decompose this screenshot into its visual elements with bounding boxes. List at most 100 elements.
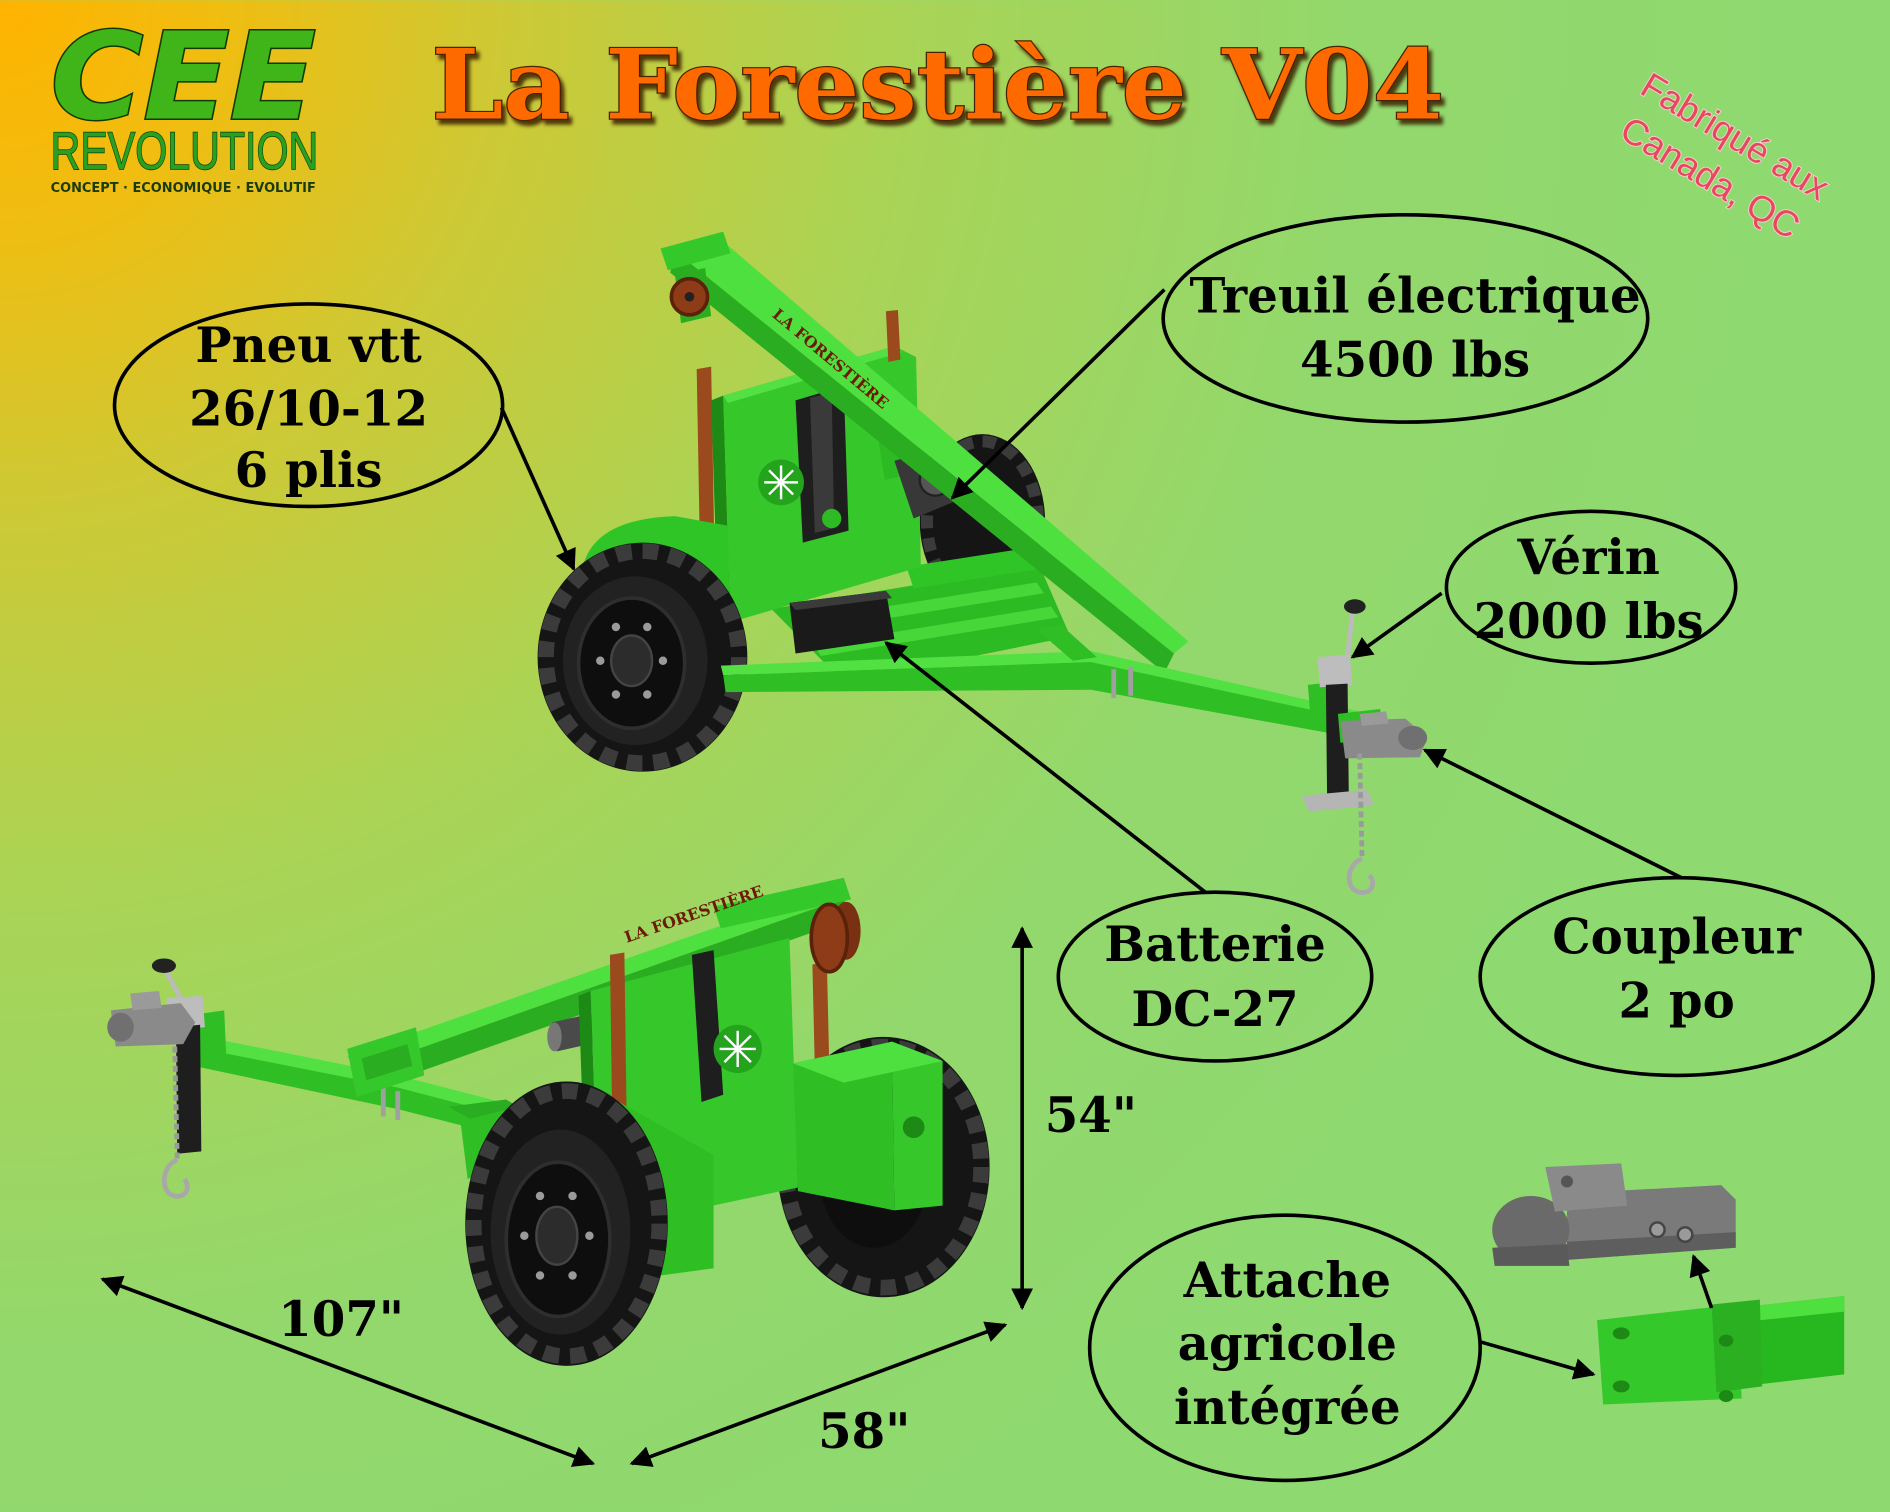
lug-nut	[568, 1271, 577, 1280]
tire-tread	[465, 1083, 668, 1365]
coupler-latch	[1359, 711, 1389, 726]
coupler-dome	[1398, 725, 1428, 750]
pulley-axle	[684, 291, 695, 302]
callout-coupler: Coupleur 2 po	[1478, 875, 1875, 1078]
jack-arrow	[1350, 591, 1443, 659]
lug-nut	[611, 622, 621, 632]
callout-hitch-line-3: intégrée	[1174, 1380, 1401, 1436]
safety-hook	[1346, 856, 1376, 895]
lug-nut	[596, 656, 605, 665]
lug-nut	[585, 1231, 594, 1240]
width-dimension-label: 58"	[818, 1404, 910, 1460]
callout-battery-line-1: Batterie	[1104, 917, 1326, 973]
winch-end-cap	[547, 1022, 562, 1052]
latch-pin	[1560, 1175, 1573, 1188]
boom-top-face	[347, 886, 844, 1071]
callout-jack-ellipse	[1444, 509, 1738, 665]
top-trailer-coupler	[1337, 708, 1428, 759]
callout-winch-line-2: 4500 lbs	[1300, 332, 1530, 388]
callout-winch: Treuil électrique 4500 lbs	[1161, 212, 1650, 424]
hitch-tube-top	[1735, 1296, 1845, 1323]
height-dimension-label: 54"	[1045, 1088, 1137, 1144]
emblem-spoke	[768, 469, 794, 496]
tire-tread	[538, 543, 747, 772]
rear-crossbar	[906, 545, 1054, 589]
wheel-hub	[609, 634, 654, 688]
winch-arrow	[950, 288, 1166, 500]
boom-top-face	[675, 241, 1189, 654]
page-title: La Forestière V04	[432, 27, 1445, 141]
safety-hook	[161, 1157, 190, 1199]
callout-jack-line-2: 2000 lbs	[1474, 594, 1704, 650]
tongue-top-face	[720, 651, 1381, 724]
jack-gear-housing	[1317, 654, 1353, 688]
hitch-collar	[1711, 1299, 1763, 1393]
jack-handle	[164, 970, 183, 1000]
stake-post	[812, 962, 830, 1069]
clevis-hole	[1718, 1390, 1734, 1403]
coupler-latch	[130, 991, 162, 1011]
callout-hitch-line-1: Attache	[1183, 1253, 1391, 1309]
callout-battery-ellipse	[1056, 890, 1374, 1063]
jack-handle-knob	[1343, 599, 1366, 614]
boom-front-bracket-cutout	[361, 1044, 413, 1081]
jack-handle-knob	[151, 958, 176, 973]
logo-brand: CEE	[51, 7, 316, 147]
callout-tire-ellipse	[112, 302, 505, 509]
callout-tire: Pneu vtt 26/10-12 6 plis	[112, 302, 505, 509]
a-frame-brace	[1036, 624, 1097, 661]
coupler-underside	[1566, 1232, 1736, 1260]
lug-nut	[535, 1191, 545, 1201]
lug-nut	[643, 690, 652, 699]
stake-post	[885, 310, 901, 362]
brand-logo: CEE REVOLUTION CONCEPT · ECONOMIQUE · EV…	[49, 6, 319, 196]
coupler-body	[110, 1003, 196, 1047]
bottom-trailer-front-tire	[465, 1081, 668, 1366]
fender-top	[793, 1041, 943, 1083]
wheel-emblem-icon	[713, 1024, 762, 1074]
coupler-bolt	[1676, 1226, 1694, 1243]
callouts: Pneu vtt 26/10-12 6 plis Treuil électriq…	[112, 212, 1875, 1483]
fender-hole	[902, 1116, 925, 1139]
panel-handle	[691, 950, 724, 1102]
wheel-hub	[535, 1205, 579, 1266]
callout-winch-ellipse	[1161, 212, 1650, 424]
jack-foot-plate	[1301, 789, 1375, 812]
callout-hitch-line-2: agricole	[1178, 1316, 1397, 1372]
coupler-dome	[107, 1012, 134, 1042]
jack-handle	[1345, 612, 1355, 658]
jack-tube	[1325, 683, 1349, 797]
hitch-to-coupler-arrow	[1689, 1254, 1714, 1309]
hitch-detail-render	[1492, 1163, 1845, 1405]
lug-nut	[535, 1271, 545, 1280]
callout-jack: Vérin 2000 lbs	[1444, 509, 1738, 665]
callout-tire-line-1: Pneu vtt	[195, 318, 422, 374]
floor-slat	[813, 606, 1059, 656]
detail-hitch-tube	[1597, 1296, 1845, 1405]
stake-post	[696, 366, 715, 572]
lug-nut	[658, 656, 668, 665]
lug-nut	[568, 1191, 577, 1201]
jack-tube	[175, 1024, 202, 1154]
stake-post	[609, 952, 627, 1130]
length-dimension-line	[100, 1275, 596, 1467]
detail-coupler	[1492, 1163, 1736, 1266]
u-bolt	[395, 1091, 401, 1121]
battery-top	[789, 590, 892, 611]
clevis-hole	[1718, 1334, 1734, 1347]
lug-nut	[643, 622, 652, 632]
pivot-knob	[822, 508, 842, 529]
clevis-hole	[1612, 1327, 1630, 1340]
dimension-labels: 54" 107" 58"	[278, 1088, 1137, 1460]
battery-arrow	[884, 641, 1207, 894]
top-trailer-jack	[1301, 599, 1375, 812]
coupler-bolt	[1648, 1221, 1666, 1239]
tire-arrow	[499, 406, 576, 572]
callout-battery: Batterie DC-27	[1056, 890, 1374, 1063]
u-bolt	[1111, 669, 1117, 699]
callout-battery-line-2: DC-27	[1131, 982, 1298, 1038]
logo-name: REVOLUTION	[51, 122, 319, 181]
boom-head-crossbar	[713, 877, 851, 929]
